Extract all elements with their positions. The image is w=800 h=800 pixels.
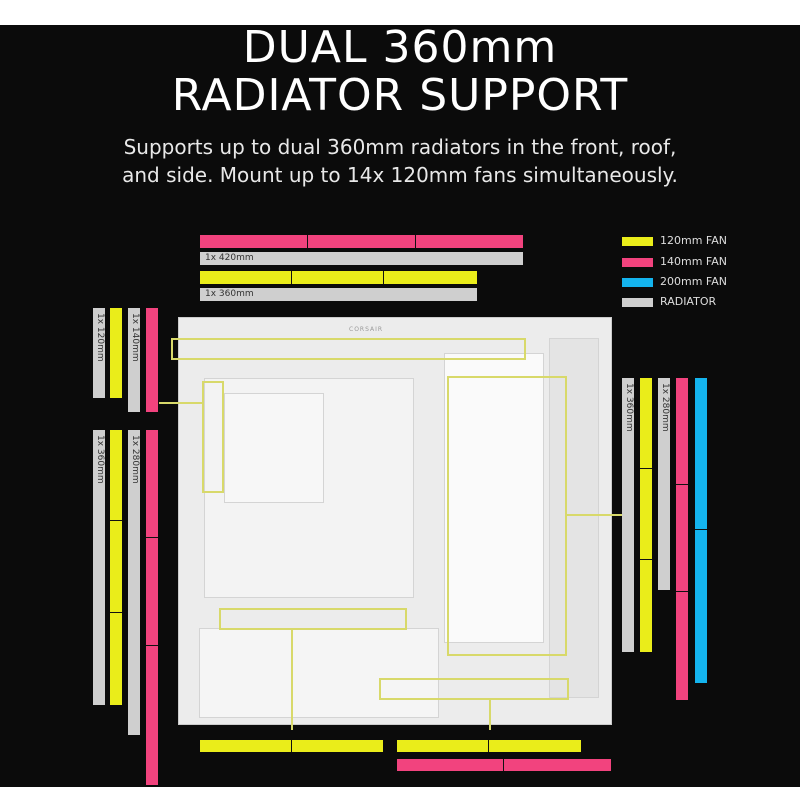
front-140mm-fan — [676, 592, 688, 700]
leader-line — [159, 402, 203, 404]
front-mount-outline — [447, 376, 567, 656]
bottom-140mm-fan — [504, 759, 611, 771]
case-logo: CORSAIR — [349, 326, 384, 333]
rear-140mm-fan — [146, 308, 158, 412]
leader-line — [291, 630, 293, 730]
top-120mm-fan — [292, 271, 384, 284]
bottom-120mm-fan — [292, 740, 383, 752]
legend-200mm-fan: 200mm FAN — [622, 275, 727, 288]
top-140mm-fan — [200, 235, 308, 248]
front-radiator-280: 1x 280mm — [658, 378, 670, 590]
side-140mm-fan — [146, 646, 158, 785]
legend-140mm-fan: 140mm FAN — [622, 255, 727, 268]
heading-line-2: RADIATOR SUPPORT — [171, 70, 629, 121]
bottom-120mm-fan — [200, 740, 292, 752]
bottom-140mm-fan — [397, 759, 504, 771]
psu-shroud — [199, 628, 439, 718]
side-radiator-360: 1x 360mm — [93, 430, 105, 705]
legend-label: 120mm FAN — [660, 234, 727, 247]
top-140mm-fan — [308, 235, 416, 248]
rear-radiator-120: 1x 120mm — [93, 308, 105, 398]
bottom-mount-outline — [379, 678, 569, 700]
legend-swatch — [622, 257, 653, 267]
top-radiator-420: 1x 420mm — [200, 252, 523, 265]
front-120mm-fan — [640, 378, 652, 469]
side-140mm-fan — [146, 430, 158, 538]
legend-120mm-fan: 120mm FAN — [622, 234, 727, 247]
front-bay — [444, 353, 544, 643]
top-140mm-fan — [416, 235, 523, 248]
top-120mm-fan — [200, 271, 292, 284]
bottom-120mm-fan — [397, 740, 489, 752]
subtitle-line-1: Supports up to dual 360mm radiators in t… — [123, 135, 677, 159]
heading-line-1: DUAL 360mm — [242, 22, 558, 73]
front-140mm-fan — [676, 485, 688, 592]
subtitle-line-2: and side. Mount up to 14x 120mm fans sim… — [122, 163, 678, 187]
leader-line — [567, 514, 622, 516]
rear-mount-outline — [202, 381, 224, 493]
subtitle: Supports up to dual 360mm radiators in t… — [0, 133, 800, 189]
legend-label: 140mm FAN — [660, 255, 727, 268]
cpu-cutout — [224, 393, 324, 503]
legend-swatch — [622, 277, 653, 287]
side-120mm-fan — [110, 613, 122, 705]
front-120mm-fan — [640, 469, 652, 560]
rear-120mm-fan — [110, 308, 122, 398]
legend-radiator: RADIATOR — [622, 295, 716, 308]
legend-swatch — [622, 236, 653, 246]
front-140mm-fan — [676, 378, 688, 485]
bottom-120mm-fan — [489, 740, 581, 752]
legend-label: 200mm FAN — [660, 275, 727, 288]
leader-line — [489, 700, 491, 730]
top-120mm-fan — [384, 271, 477, 284]
side-mount-outline — [219, 608, 407, 630]
pc-case-illustration: CORSAIR — [159, 317, 622, 730]
top-radiator-360: 1x 360mm — [200, 288, 477, 301]
legend-swatch — [622, 297, 653, 307]
front-120mm-fan — [640, 560, 652, 652]
legend-label: RADIATOR — [660, 295, 717, 308]
side-radiator-280: 1x 280mm — [128, 430, 140, 735]
top-mount-outline — [171, 338, 526, 360]
side-120mm-fan — [110, 521, 122, 613]
side-120mm-fan — [110, 430, 122, 521]
front-200mm-fan — [695, 530, 707, 683]
front-200mm-fan — [695, 378, 707, 530]
rear-radiator-140: 1x 140mm — [128, 308, 140, 412]
side-140mm-fan — [146, 538, 158, 646]
front-panel — [549, 338, 599, 698]
front-radiator-360: 1x 360mm — [622, 378, 634, 652]
